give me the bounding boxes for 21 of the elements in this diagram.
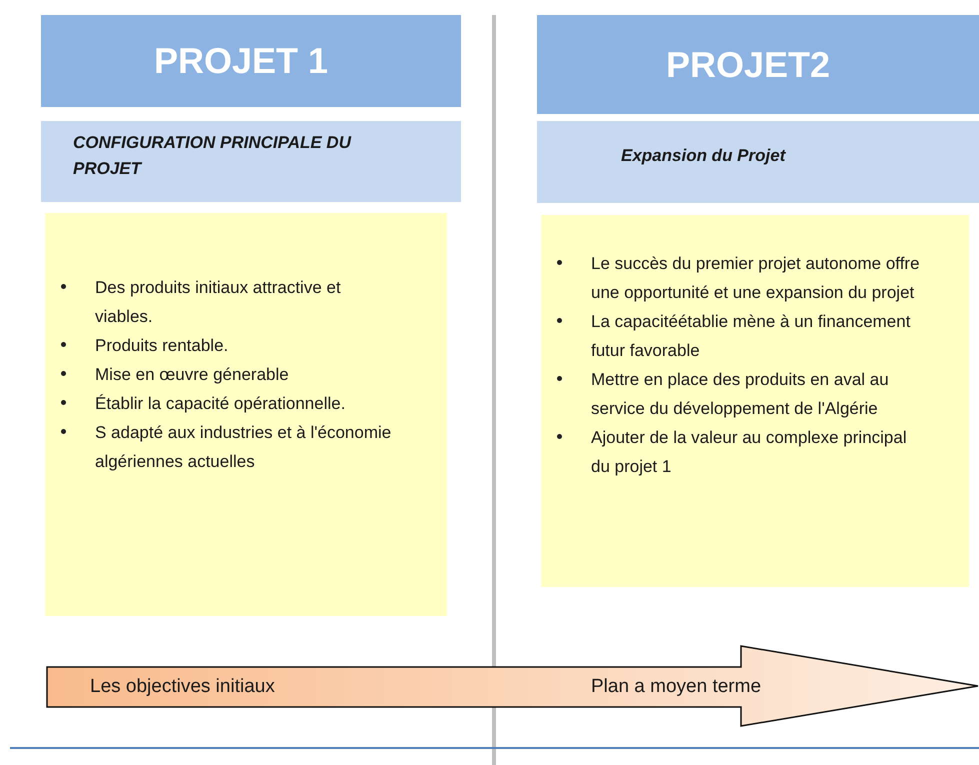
bullet-text: Le succès du premier projet autonome offre une opportunité et une expansion du projet: [591, 253, 921, 304]
subtitle-text: CONFIGURATION PRINCIPALE DU PROJET: [73, 132, 352, 180]
header-box: [41, 15, 461, 107]
bullet-text: Ajouter de la valeur au complexe principal du projet 1: [591, 427, 908, 478]
phase-label: Les objectives initiaux: [90, 675, 275, 699]
subtitle-box: [41, 121, 461, 202]
bullet-list-box: [45, 213, 447, 616]
bullet-text: Établir la capacité opérationnelle.: [95, 393, 346, 415]
project-title: PROJET 1: [154, 43, 328, 79]
bullet-text: Mise en œuvre génerable: [95, 364, 289, 386]
subtitle-text: Expansion du Projet: [621, 145, 786, 167]
subtitle-box: [537, 121, 979, 203]
bullet-text: S adapté aux industries et à l'économie algériennes actuelles: [95, 422, 392, 473]
bullet-text: Des produits initiaux attractive et viables.: [95, 277, 342, 328]
phase-label: Plan a moyen terme: [591, 675, 762, 699]
bullet-text: Mettre en place des produits en aval au service du développement de l'Algérie: [591, 369, 890, 420]
project-title: PROJET2: [666, 46, 830, 82]
header-box: [537, 15, 979, 114]
bullet-text: Produits rentable.: [95, 335, 228, 357]
bullet-list-box: [541, 215, 969, 587]
bullet-text: La capacitéétablie mène à un financement futur favorable: [591, 311, 912, 362]
